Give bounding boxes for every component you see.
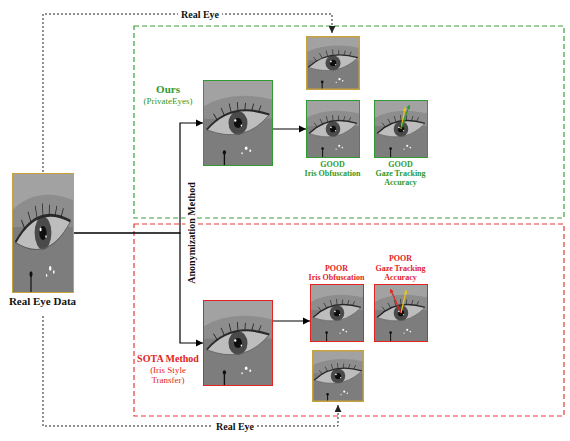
eye-photo <box>311 285 363 341</box>
dotted-arrow <box>43 316 338 426</box>
eye-picture <box>204 301 272 385</box>
eye-picture <box>375 101 427 157</box>
eye-photo <box>307 101 359 157</box>
node-label: SOTA Method <box>137 353 199 365</box>
eye-picture <box>311 285 363 341</box>
eye-image: GOODIris Obfuscation <box>306 100 360 158</box>
sota-region <box>134 224 564 416</box>
eye-image: SOTA Method(Iris Style Transfer) <box>203 300 273 386</box>
node-label: POOR <box>302 264 372 273</box>
node-label: POOR <box>366 254 436 263</box>
node-label: Gaze Tracking Accuracy <box>366 264 436 282</box>
eye-image: Real Eye Data <box>12 173 74 293</box>
node-label: Real Eye Data <box>1 295 85 308</box>
eye-photo <box>204 301 272 385</box>
eye-image: POORIris Obfuscation <box>310 284 364 342</box>
gaze-arrow <box>401 291 406 313</box>
annotation-label: Real Eye <box>213 421 257 432</box>
eye-photo <box>204 81 272 165</box>
node-label: GOOD <box>298 160 368 169</box>
real-eye-photo <box>306 36 360 90</box>
flow-arrow <box>74 123 203 233</box>
node-label: Iris Obfuscation <box>302 273 372 282</box>
ours-region <box>134 26 564 218</box>
node-text-group: Real Eye Data <box>1 295 85 308</box>
annotation-label: Real Eye <box>178 9 222 20</box>
real-eye-frame <box>307 37 360 90</box>
node-label: GOOD <box>366 160 436 169</box>
gaze-arrow <box>391 289 401 313</box>
node-text-group: POORIris Obfuscation <box>302 264 372 282</box>
eye-photo <box>375 101 427 157</box>
flow-arrow <box>273 320 310 321</box>
node-text-group: Ours(PrivateEyes) <box>137 83 199 106</box>
eye-image: GOODGaze Tracking Accuracy <box>374 100 428 158</box>
node-text-group: POORGaze Tracking Accuracy <box>366 254 436 282</box>
eye-photo <box>375 285 427 341</box>
node-text-group: GOODIris Obfuscation <box>298 160 368 178</box>
node-label: Iris Obfuscation <box>298 169 368 178</box>
eye-picture <box>204 81 272 165</box>
annotation-label: Anonymization Method <box>186 179 197 286</box>
dotted-arrow <box>43 14 332 172</box>
eye-photo <box>13 174 73 292</box>
node-label: Gaze Tracking Accuracy <box>366 169 436 187</box>
eye-image: Ours(PrivateEyes) <box>203 80 273 166</box>
eye-picture <box>307 101 359 157</box>
eye-picture <box>13 174 73 292</box>
eye-image: POORGaze Tracking Accuracy <box>374 284 428 342</box>
flow-arrow <box>273 128 306 129</box>
node-text-group: SOTA Method(Iris Style Transfer) <box>137 353 199 385</box>
eye-picture <box>375 285 427 341</box>
real-eye-photo <box>312 350 364 402</box>
gaze-arrow <box>401 105 409 129</box>
real-eye-frame <box>313 351 364 402</box>
node-label: Ours <box>137 83 199 96</box>
node-label: (Iris Style Transfer) <box>137 365 199 386</box>
node-text-group: GOODGaze Tracking Accuracy <box>366 160 436 188</box>
node-label: (PrivateEyes) <box>137 96 199 106</box>
flow-arrow <box>74 233 203 343</box>
